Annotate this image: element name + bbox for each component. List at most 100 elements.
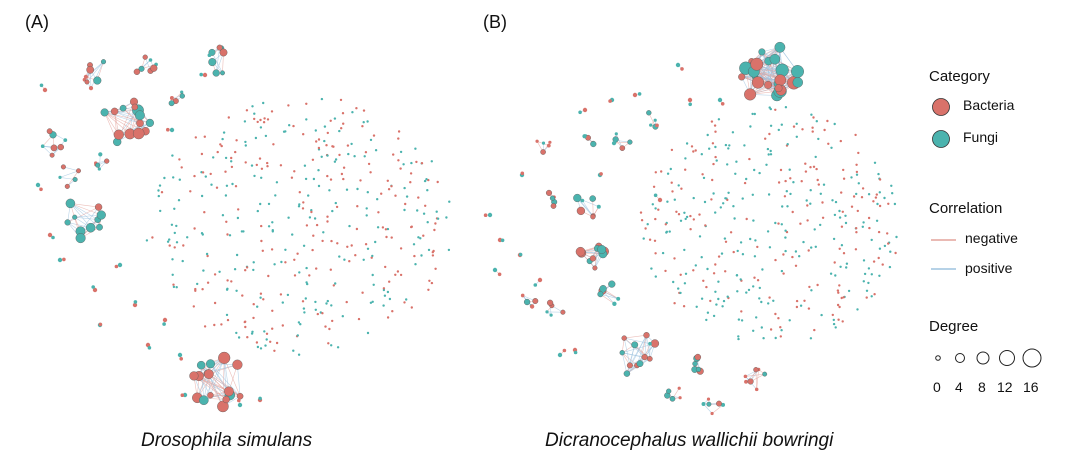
network-edge [200,365,205,401]
isolated-node [823,128,826,132]
isolated-node [806,204,809,207]
isolated-node [226,279,229,282]
isolated-node [690,145,694,148]
isolated-node [386,227,390,231]
isolated-node [861,225,864,228]
module-node [39,187,43,192]
isolated-node [761,268,764,271]
isolated-node [736,249,739,253]
module-node [180,90,184,94]
isolated-node [287,104,290,107]
isolated-node [246,336,249,339]
isolated-node [286,293,290,297]
isolated-node [168,238,171,241]
module-node [678,396,682,400]
isolated-node [854,248,858,251]
isolated-node [677,184,680,187]
isolated-node [813,328,816,332]
isolated-node [782,253,785,256]
isolated-node [365,207,368,210]
isolated-node [403,208,406,212]
isolated-node [855,170,859,174]
module-node [764,81,773,89]
isolated-node [646,223,649,226]
isolated-node [735,160,738,163]
isolated-node [803,299,806,302]
isolated-node [180,166,183,169]
module-node [72,214,78,220]
module-node [533,283,538,287]
isolated-node [745,291,748,294]
isolated-node [311,248,314,252]
isolated-node [297,353,301,356]
isolated-node [343,258,346,261]
isolated-node [740,310,743,313]
isolated-node [320,97,324,101]
isolated-node [809,189,812,192]
isolated-node [267,202,271,206]
isolated-node [213,301,217,305]
legend-negative-label: negative [965,230,1018,246]
isolated-node [673,198,676,201]
isolated-node [679,219,683,222]
module-node [580,198,585,203]
isolated-node [852,195,856,198]
isolated-node [692,269,695,272]
isolated-node [297,321,301,324]
isolated-node [672,280,675,284]
isolated-node [348,224,351,228]
isolated-node [698,235,702,238]
isolated-node [777,181,781,184]
isolated-node [758,171,761,175]
isolated-node [809,202,812,205]
module-node [57,143,64,151]
isolated-node [258,157,262,160]
network-edge [118,122,151,135]
isolated-node [196,282,199,286]
isolated-node [784,229,787,232]
module-node [562,348,567,353]
network-edge [623,338,631,366]
isolated-node [262,121,266,124]
isolated-node [872,200,875,203]
isolated-node [831,313,834,317]
isolated-node [200,194,204,198]
isolated-node [809,337,813,340]
module-node [627,139,633,145]
isolated-node [801,128,804,131]
isolated-node [414,147,417,150]
isolated-node [202,269,205,272]
isolated-node [838,247,841,250]
isolated-node [224,170,227,173]
isolated-node [253,112,256,115]
isolated-node [838,216,842,219]
isolated-node [252,316,255,320]
isolated-node [392,153,395,156]
isolated-node [841,320,844,323]
isolated-node [756,245,759,249]
isolated-node [273,263,276,266]
isolated-node [850,205,854,208]
network-edge [211,52,223,74]
isolated-node [338,129,341,133]
isolated-node [201,171,205,174]
isolated-node [768,296,771,299]
isolated-node [244,140,247,144]
network-edge [646,335,651,359]
isolated-node [435,210,438,213]
isolated-node [875,193,878,196]
isolated-node [767,193,771,196]
module-node [179,93,185,99]
isolated-node [786,143,789,146]
isolated-node [430,160,433,163]
isolated-node [341,315,344,318]
module-node [97,167,101,171]
module-node [168,100,175,107]
module-node [576,206,586,216]
isolated-node [305,118,308,121]
isolated-node [305,266,308,270]
isolated-node [702,176,706,180]
isolated-node [291,233,294,236]
isolated-node [724,270,727,273]
isolated-node [784,106,788,109]
